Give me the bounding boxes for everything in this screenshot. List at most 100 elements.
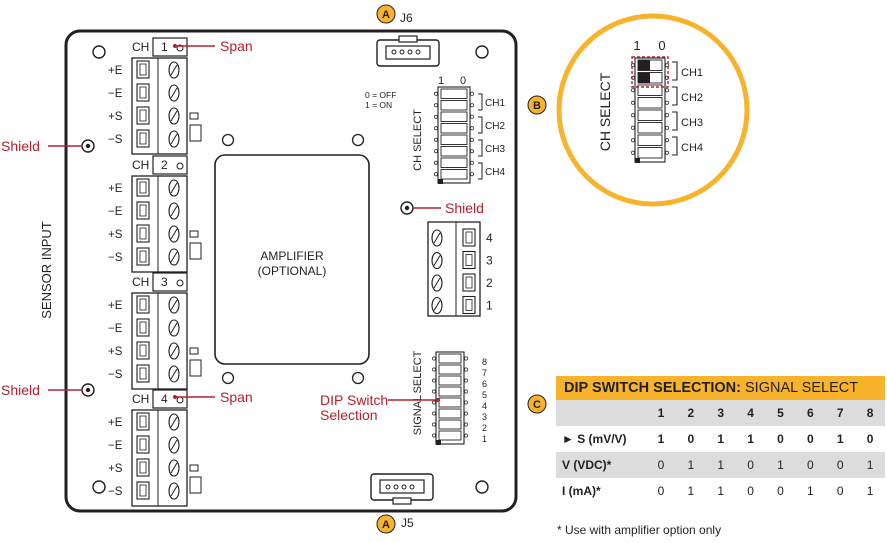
dip-switch[interactable]	[637, 147, 663, 159]
dip-switch[interactable]	[637, 134, 663, 146]
badge-b	[527, 95, 547, 115]
dip-switch[interactable]	[637, 122, 663, 134]
row-label: I (mA)*	[562, 484, 601, 498]
dip-switch[interactable]	[440, 111, 468, 122]
svg-text:1: 1	[633, 38, 640, 53]
select-label: SELECT	[412, 350, 424, 393]
table-corner	[556, 400, 646, 426]
ch-select-dip-switch[interactable]	[434, 86, 474, 184]
table-cell: 0	[735, 452, 766, 478]
ch-label-zoom: CH3	[681, 117, 703, 129]
table-cell: 0	[777, 484, 784, 498]
ch-label: CH2	[485, 121, 505, 132]
table-column-header: 6	[795, 400, 826, 426]
output-terminal-label: 4	[486, 231, 493, 245]
svg-text:0: 0	[460, 75, 466, 87]
span-label-bottom: Span	[220, 389, 253, 405]
dip-switch[interactable]	[440, 123, 468, 134]
pin-label: +E	[108, 417, 123, 429]
dip-switch[interactable]	[440, 134, 468, 145]
ch-select-dip-switch-zoom	[631, 57, 669, 163]
dip-switch[interactable]	[637, 84, 663, 96]
svg-text:A: A	[382, 519, 390, 531]
dip-switch[interactable]	[637, 109, 663, 121]
dip-switch[interactable]	[438, 364, 462, 375]
dip-switch[interactable]	[438, 353, 462, 364]
row-label: ► S (mV/V)	[562, 432, 627, 446]
table-cell: 0	[657, 484, 665, 498]
table-cell: 1	[747, 432, 754, 446]
ch-label-zoom: CH4	[681, 142, 703, 154]
svg-text:B: B	[533, 100, 541, 112]
dip-switch[interactable]	[440, 169, 468, 180]
svg-text:A: A	[382, 9, 390, 21]
dip-switch[interactable]	[438, 408, 462, 419]
row-label: V (VDC)*	[556, 452, 646, 478]
table-cell: 0	[646, 452, 676, 478]
shield-label-left-top: Shield	[1, 138, 40, 154]
pin-label: −S	[108, 369, 123, 381]
output-terminal-label: 3	[486, 254, 493, 268]
ch-label: CH4	[485, 167, 505, 178]
table-cell: 0	[806, 432, 814, 446]
signal-position-label: 3	[482, 412, 487, 422]
dip-switch[interactable]	[440, 157, 468, 168]
dip-switch-callout-line1: DIP Switch	[320, 392, 388, 408]
j5-label: J5	[401, 516, 414, 530]
pin-label: +S	[108, 346, 123, 358]
mounting-hole	[475, 480, 489, 494]
j6-label: J6	[400, 11, 413, 25]
signal-position-label: 4	[482, 401, 487, 411]
table-cell: 0	[687, 432, 695, 446]
mounting-hole	[475, 45, 489, 59]
dip-switch[interactable]	[438, 375, 462, 386]
pin-label: −E	[108, 440, 123, 452]
pin-label: +S	[108, 463, 123, 475]
signal-position-label: 2	[482, 423, 487, 433]
channel-number: 2	[161, 158, 168, 172]
dip-switch[interactable]	[637, 97, 663, 109]
dip-switch-callout-line2: Selection	[320, 407, 378, 423]
shield-label-left-bottom: Shield	[1, 382, 40, 398]
channel-label: CH	[132, 392, 149, 406]
dip-switch[interactable]	[440, 146, 468, 157]
signal-position-label: 5	[482, 390, 487, 400]
table-cell: 1	[717, 432, 725, 446]
table-column-header: 3	[705, 400, 736, 426]
dip-switch[interactable]	[440, 88, 468, 99]
table-column-header: 5	[765, 400, 796, 426]
table-cell: 0	[836, 484, 844, 498]
table-cell: 1	[657, 432, 665, 446]
dip-switch[interactable]	[438, 419, 462, 430]
output-terminal-label: 2	[486, 276, 493, 290]
table-cell: 1	[687, 484, 695, 498]
table-title: DIP SWITCH SELECTION: SIGNAL SELECT	[556, 376, 885, 400]
pin-label: −E	[108, 206, 123, 218]
j5-connector	[370, 473, 434, 505]
channel-label: CH	[132, 158, 149, 172]
dip-switch[interactable]	[438, 430, 462, 441]
dip-switch[interactable]	[438, 397, 462, 408]
table-cell: 0	[825, 452, 856, 478]
shield-label-right: Shield	[445, 200, 484, 216]
signal-position-label: 7	[482, 368, 487, 378]
svg-text:1: 1	[438, 75, 444, 87]
table-cell: 1	[836, 432, 844, 446]
table-cell: 0	[866, 432, 874, 446]
amplifier-box	[214, 154, 370, 365]
ch-label-zoom: CH1	[681, 67, 703, 79]
legend-off: 0 = OFF	[365, 90, 396, 100]
channel-number: 4	[161, 392, 168, 406]
sensor-input-label: SENSOR INPUT	[39, 221, 54, 319]
signal-label: SIGNAL	[412, 395, 424, 435]
dip-switch[interactable]	[438, 386, 462, 397]
dip-switch[interactable]	[440, 100, 468, 111]
badge-a-bottom	[376, 514, 396, 534]
pin-label: +S	[108, 229, 123, 241]
